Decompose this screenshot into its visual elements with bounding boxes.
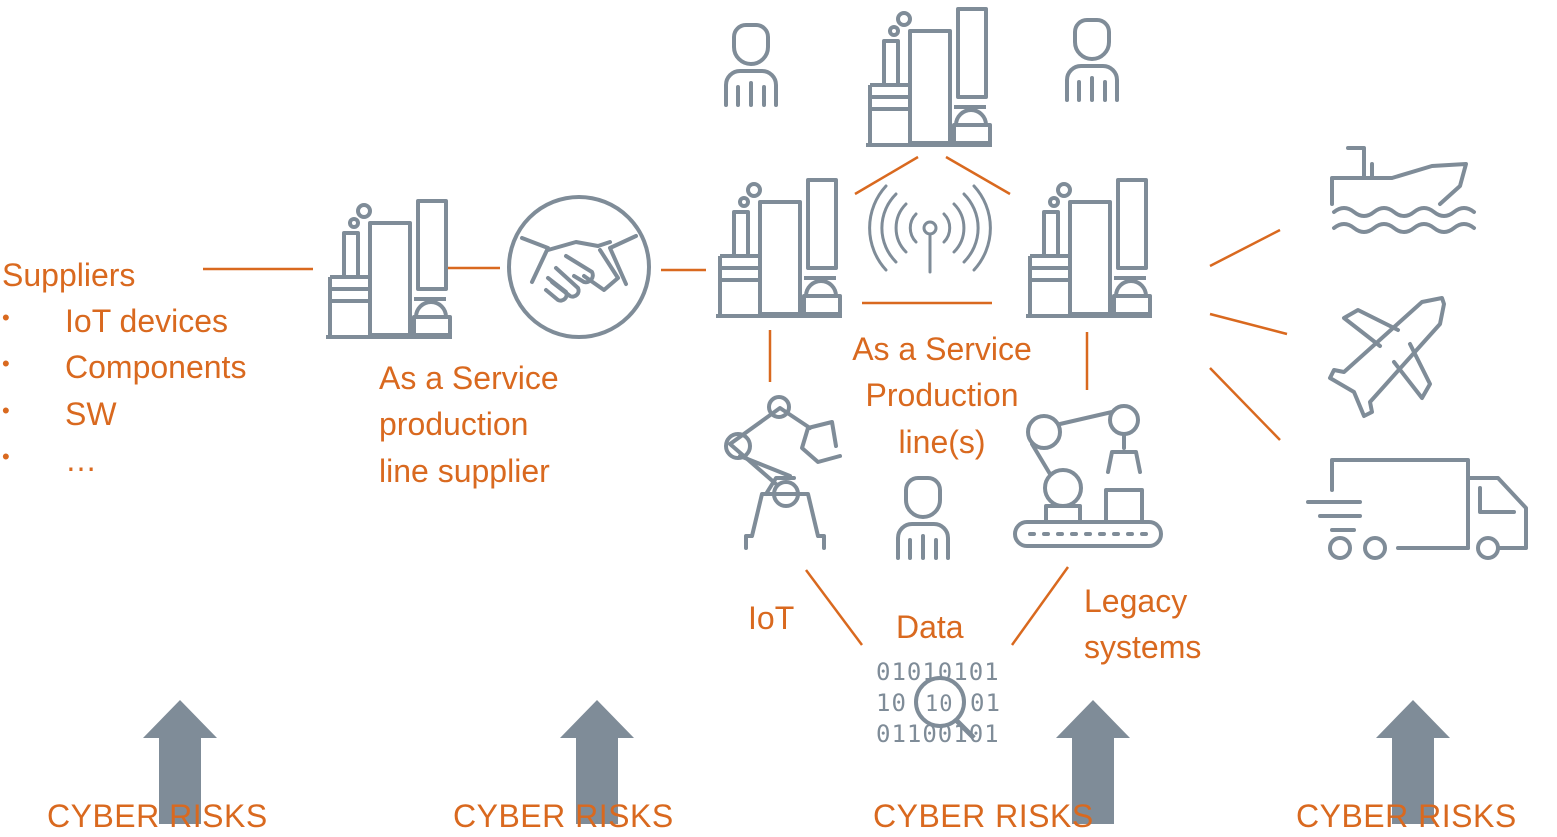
connector-line — [1209, 367, 1281, 441]
ship-icon — [1330, 146, 1476, 234]
connector-line — [945, 155, 1011, 196]
svg-text:10: 10 — [876, 689, 907, 717]
cyber-risks-label: CYBER RISKS — [1296, 798, 1517, 834]
cyber-risks-label: CYBER RISKS — [453, 798, 674, 834]
cyber-risks-label: CYBER RISKS — [873, 798, 1094, 834]
person-icon — [1065, 18, 1119, 102]
connector-line — [1209, 228, 1281, 268]
person-icon — [896, 476, 950, 560]
list-item: IoT devices — [2, 298, 246, 344]
robot-arm-icon — [724, 395, 842, 550]
data-label: Data — [896, 609, 964, 645]
iot-label: IoT — [748, 600, 795, 636]
service-supplier-line: production — [379, 406, 529, 443]
legacy-line: Legacy — [1084, 583, 1188, 619]
wireless-antenna-icon — [868, 184, 992, 274]
connector-line — [854, 155, 919, 196]
connector-line — [804, 569, 864, 646]
factory-icon — [1024, 178, 1154, 318]
factory-icon — [714, 178, 844, 318]
factory-icon — [864, 7, 994, 147]
binary-search-icon: 01010101 10 01 01100101 10 — [876, 658, 1001, 748]
connector-line — [1010, 566, 1070, 646]
service-supplier-label: As a Service production line supplier — [379, 355, 559, 494]
production-line: As a Service — [852, 331, 1032, 367]
service-supplier-line: As a Service — [379, 360, 559, 396]
suppliers-list: IoT devices Components SW … — [2, 298, 246, 484]
svg-text:01: 01 — [970, 689, 1001, 717]
list-item: Components — [2, 344, 246, 390]
production-line-label: As a Service Production line(s) — [812, 326, 1072, 465]
svg-text:10: 10 — [925, 692, 954, 717]
list-item: … — [2, 437, 246, 483]
legacy-systems-label: Legacy systems — [1084, 578, 1201, 671]
service-supplier-line: line supplier — [379, 452, 550, 489]
person-icon — [724, 23, 778, 107]
connector-line — [1209, 312, 1288, 336]
robot-conveyor-icon — [1013, 404, 1163, 548]
legacy-line: systems — [1084, 629, 1202, 666]
production-line: Production — [865, 377, 1019, 414]
airplane-icon — [1328, 296, 1446, 418]
factory-icon — [324, 199, 454, 339]
cyber-risks-label: CYBER RISKS — [47, 798, 268, 834]
production-line: line(s) — [898, 423, 986, 460]
handshake-icon — [507, 195, 651, 339]
list-item: SW — [2, 391, 246, 437]
suppliers-title: Suppliers — [2, 257, 136, 293]
truck-icon — [1306, 458, 1528, 560]
